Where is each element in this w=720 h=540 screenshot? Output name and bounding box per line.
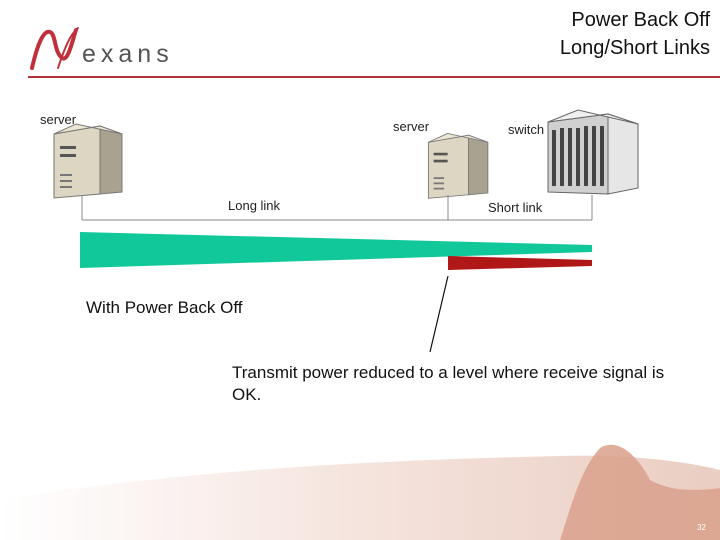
page-number: 32	[697, 523, 706, 532]
title-line-2: Long/Short Links	[559, 37, 710, 59]
link-lines	[81, 195, 593, 221]
hand-icon	[560, 444, 720, 540]
link-diagram	[80, 195, 593, 353]
page-title: Power Back Off Long/Short Links	[560, 6, 710, 62]
server-icon	[427, 133, 489, 199]
title-line-1: Power Back Off	[571, 9, 710, 31]
switch-icon	[547, 109, 639, 195]
short-link-label: Short link	[488, 200, 543, 215]
long-link-label: Long link	[228, 198, 281, 213]
footer-swoosh	[0, 444, 720, 540]
server2-label: server	[393, 119, 430, 134]
annotation-pointer	[429, 275, 449, 353]
long-link-signal-bar	[80, 232, 592, 268]
server1-label: server	[40, 112, 77, 127]
switch-label: switch	[508, 122, 545, 137]
header-rule	[28, 76, 720, 78]
nexans-logo	[30, 27, 79, 70]
annotation-text: Transmit power reduced to a level where …	[232, 363, 665, 404]
logo-text: exans	[82, 40, 174, 68]
server-icon	[53, 123, 123, 199]
caption: With Power Back Off	[86, 298, 243, 317]
short-link-signal-bar	[448, 256, 592, 270]
